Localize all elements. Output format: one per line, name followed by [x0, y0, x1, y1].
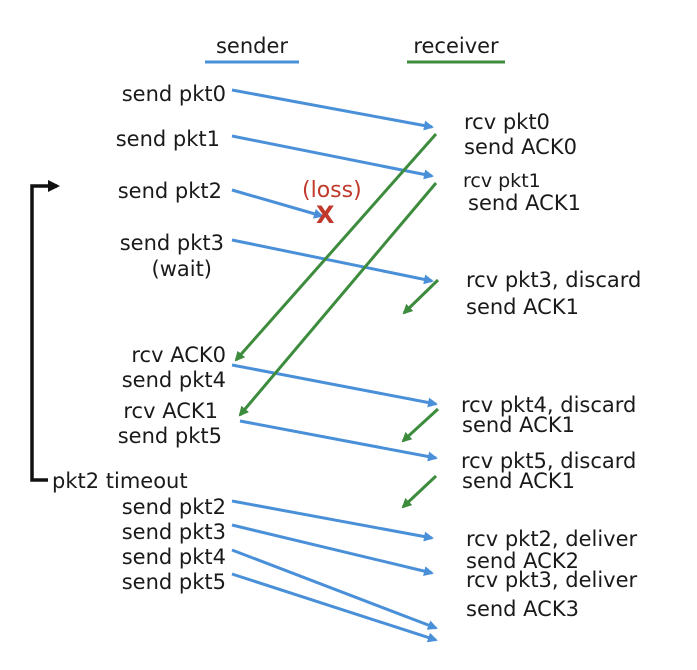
timeout-label: pkt2 timeout: [52, 469, 188, 493]
sender-event: send pkt0: [121, 82, 226, 106]
receiver-event: rcv pkt2, deliver: [466, 527, 638, 551]
pkt3-retx-arrow: [231, 523, 434, 576]
receiver-header: receiver: [413, 34, 499, 58]
pkt0-arrow: [231, 88, 434, 131]
receiver-event: rcv pkt4, discard: [461, 393, 637, 417]
receiver-event: rcv pkt3, discard: [466, 268, 642, 292]
pkt5-retx-arrow: [231, 572, 438, 643]
sender-event: send pkt2: [117, 179, 222, 203]
sender-event: (wait): [151, 257, 213, 281]
receiver-event: send ACK0: [464, 135, 577, 159]
pkt4-arrow: [231, 363, 438, 408]
sender-event: send pkt3: [121, 520, 226, 544]
ack0-arrow: [234, 133, 438, 362]
receiver-event: rcv pkt3, deliver: [466, 568, 638, 592]
ack1-dup-arrow-2: [401, 407, 440, 443]
receiver-event: send ACK1: [462, 413, 575, 437]
ack1-dup-arrow-3: [401, 474, 438, 509]
sender-header: sender: [215, 34, 289, 58]
loss-x-icon: X: [316, 201, 335, 229]
receiver-event: send ACK3: [466, 597, 579, 621]
sender-event: send pkt4: [121, 545, 226, 569]
sender-event: rcv ACK0: [131, 343, 226, 367]
sender-event: send pkt4: [121, 368, 226, 392]
pkt2-arrow-lost: [231, 188, 324, 219]
pkt5-arrow: [239, 419, 438, 462]
sender-event: send pkt2: [121, 495, 226, 519]
receiver-event: rcv pkt0: [464, 110, 550, 134]
receiver-event: send ACK1: [466, 295, 579, 319]
timeout-bracket: [30, 180, 60, 482]
sender-event: send pkt3: [119, 231, 224, 255]
receiver-event: send ACK1: [462, 469, 575, 493]
ack1-dup-arrow-1: [402, 278, 440, 315]
receiver-event: rcv pkt1: [463, 170, 541, 192]
loss-label: (loss): [302, 178, 362, 203]
pkt3-arrow: [231, 238, 434, 285]
sender-event: send pkt5: [117, 424, 222, 448]
receiver-event: send ACK2: [466, 549, 579, 573]
sender-event: send pkt1: [115, 127, 220, 151]
sender-event: rcv ACK1: [123, 399, 218, 423]
receiver-event: send ACK1: [468, 191, 581, 215]
pkt4-retx-arrow: [231, 548, 438, 630]
sender-event: send pkt5: [121, 570, 226, 594]
receiver-event: rcv pkt5, discard: [461, 449, 637, 473]
ack1-arrow: [238, 182, 438, 417]
pkt2-retx-arrow: [231, 499, 434, 542]
pkt1-arrow: [231, 134, 434, 180]
